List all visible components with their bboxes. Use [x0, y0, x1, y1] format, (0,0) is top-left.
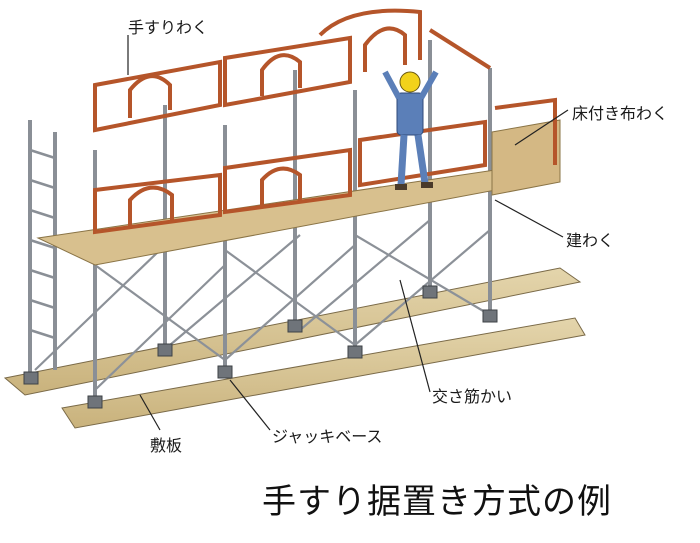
label-main-frame: 建わく: [566, 231, 615, 250]
label-jack-base: ジャッキベース: [272, 427, 383, 446]
ladder-rungs: [29, 148, 56, 340]
handrail-frames: [93, 8, 557, 235]
worker-figure: [382, 70, 439, 190]
label-floor-frame: 床付き布わく: [572, 104, 669, 123]
leader-jack-base: [229, 379, 271, 431]
leader-floor-frame: [514, 109, 569, 146]
leader-lines: [127, 35, 569, 431]
leader-main-frame: [494, 199, 564, 238]
diagram-caption: 手すり据置き方式の例: [262, 482, 612, 522]
leader-cross-brace: [399, 279, 431, 393]
label-handrail-frame: 手すりわく: [128, 18, 209, 37]
jack-bases: [23, 285, 498, 409]
label-base-plank: 敷板: [150, 436, 183, 455]
label-cross-brace: 交さ筋かい: [432, 387, 513, 406]
base-plank-front: [61, 317, 586, 429]
leader-base-plank: [139, 394, 161, 431]
floor-frame: [491, 119, 561, 196]
